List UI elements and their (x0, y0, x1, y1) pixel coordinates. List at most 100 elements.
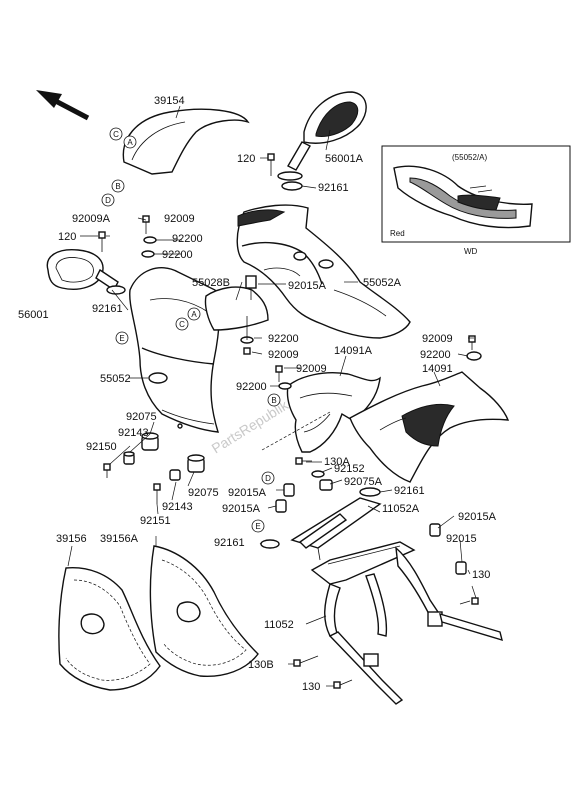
ref-circle-a2: A (187, 307, 201, 321)
grommet-92015a-b (275, 499, 287, 513)
label-56001: 56001 (18, 309, 49, 321)
bolt-92009 (142, 215, 150, 234)
svg-text:D: D (105, 196, 111, 205)
label-92015: 92015 (446, 533, 477, 545)
stay-11052 (310, 541, 503, 705)
label-14091a: 14091A (334, 345, 373, 357)
bolt-130a (295, 457, 312, 465)
bracket-14091a (286, 372, 381, 453)
bolt-92009-r (468, 335, 476, 350)
bolt-92150 (103, 463, 111, 478)
label-120-top: 120 (237, 153, 255, 165)
grommet-92015a-mid (245, 275, 257, 300)
label-39156a: 39156A (100, 533, 139, 545)
label-92015a-mid: 92015A (288, 280, 327, 292)
label-92009-d: 92009 (296, 363, 327, 375)
ref-circle-c2: C (175, 317, 189, 331)
inset-variant-label: WD (464, 247, 478, 256)
inset-code: (55052/A) (452, 153, 487, 162)
ref-circle-e1: E (115, 331, 129, 345)
mirror-56001 (46, 249, 126, 295)
label-130b: 130B (248, 659, 274, 671)
label-92200-a: 92200 (172, 233, 203, 245)
part-labels: 39154 120 56001A 92161 92009A 92009 120 … (18, 95, 497, 693)
label-92143-a: 92143 (118, 427, 149, 439)
label-92015a-r: 92015A (458, 511, 497, 523)
ref-circle-e2: E (251, 519, 265, 533)
label-120-left: 120 (58, 231, 76, 243)
label-92150: 92150 (86, 441, 117, 453)
svg-text:B: B (115, 182, 120, 191)
label-92200-c: 92200 (268, 333, 299, 345)
label-92075-a: 92075 (126, 411, 157, 423)
label-92075a: 92075A (344, 476, 383, 488)
grommet-92015a-r (429, 523, 441, 537)
label-92075-b: 92075 (188, 487, 219, 499)
collar-92143-a (123, 451, 135, 465)
label-92152: 92152 (334, 463, 365, 475)
ref-circle-b2: B (267, 393, 281, 407)
label-130-bot: 130 (302, 681, 320, 693)
label-92200-d: 92200 (236, 381, 267, 393)
label-55052a: 55052A (363, 277, 402, 289)
label-92143-b: 92143 (162, 501, 193, 513)
grommet-92075-b (187, 454, 205, 473)
svg-text:E: E (255, 522, 260, 531)
bolt-92009-c (240, 316, 254, 355)
bolt-120-top (267, 153, 275, 176)
ref-circle-b1: B (111, 179, 125, 193)
label-92161-bot: 92161 (214, 537, 245, 549)
collar-92143-b (169, 469, 181, 481)
cover-55028b (204, 286, 269, 331)
cowling-55052 (129, 267, 221, 433)
label-92161-left: 92161 (92, 303, 123, 315)
label-39156: 39156 (56, 533, 87, 545)
label-92009-left: 92009 (164, 213, 195, 225)
label-92200-b: 92200 (162, 249, 193, 261)
bolt-130b (293, 655, 319, 667)
label-92161-top: 92161 (318, 182, 349, 194)
svg-text:D: D (265, 474, 271, 483)
inner-cover-39156a (149, 545, 259, 677)
label-11052a: 11052A (382, 503, 420, 515)
label-92151: 92151 (140, 515, 171, 527)
ref-circle-d1: D (101, 193, 115, 207)
watermark: PartsRepublik (209, 396, 292, 456)
label-130a: 130A (324, 456, 350, 468)
washer-92152 (311, 470, 325, 478)
label-92009-r: 92009 (422, 333, 453, 345)
upper-cowl-55052a (236, 204, 411, 339)
label-130-r: 130 (472, 569, 490, 581)
grommet-92161-bot (260, 539, 280, 549)
washer-92200-d (278, 382, 292, 390)
inner-panel-14091 (349, 371, 510, 483)
bolt-92009-d (275, 365, 283, 382)
label-14091: 14091 (422, 363, 453, 375)
grommet-92161-r (359, 487, 381, 497)
washer-92200-r (466, 351, 482, 361)
label-55028b: 55028B (192, 277, 230, 289)
bolt-92009a (98, 231, 106, 252)
ref-circle-c1: C (109, 127, 123, 141)
svg-text:B: B (271, 396, 276, 405)
label-92161-r: 92161 (394, 485, 425, 497)
label-56001a: 56001A (325, 153, 364, 165)
washer-92200-b (141, 250, 155, 258)
grommet-92075a (319, 479, 333, 491)
windshield-39154 (122, 108, 250, 175)
bolt-130-bot (333, 679, 353, 689)
bolt-130-r (459, 597, 479, 605)
svg-text:C: C (179, 320, 185, 329)
inner-cover-39156 (58, 567, 161, 691)
svg-text:A: A (127, 138, 133, 147)
label-55052: 55052 (100, 373, 131, 385)
washer-92200-a (143, 236, 157, 244)
grommet-92015a-a (283, 483, 295, 497)
direction-arrow-icon (36, 90, 90, 121)
svg-text:E: E (119, 334, 124, 343)
grommet-92015 (455, 561, 467, 575)
label-39154: 39154 (154, 95, 185, 107)
svg-text:C: C (113, 130, 119, 139)
label-92015a-b: 92015A (222, 503, 261, 515)
